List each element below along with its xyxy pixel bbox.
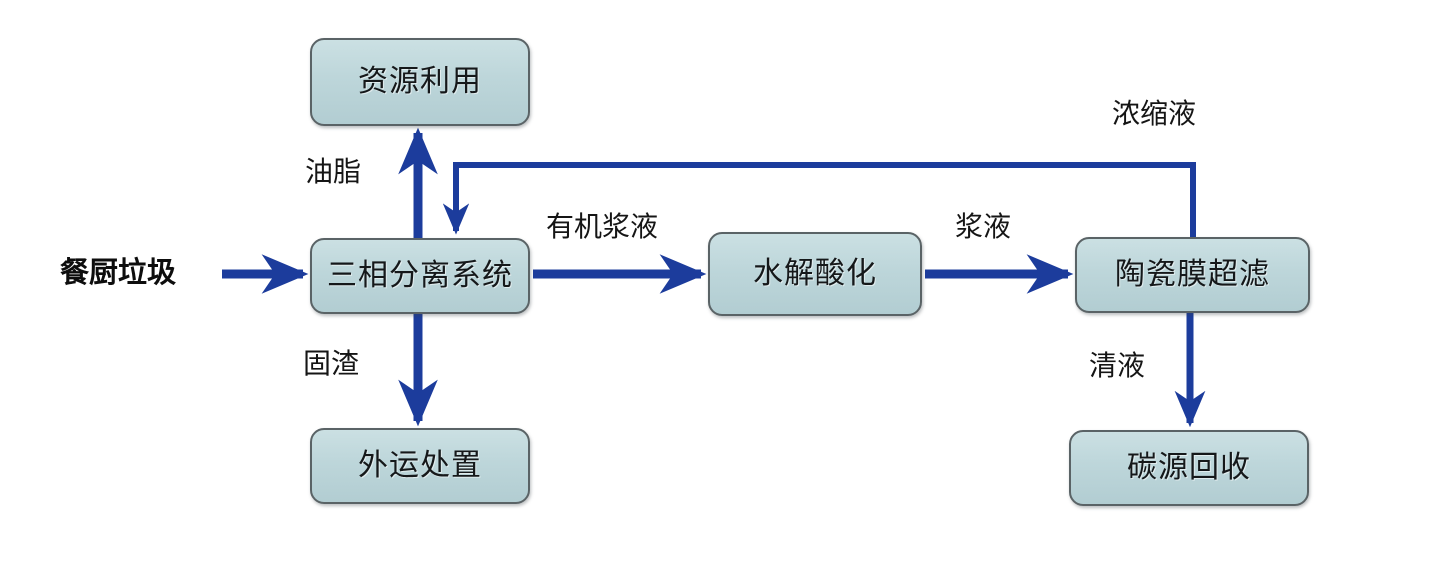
edge-label-clear-liquid: 清液 [1089, 349, 1146, 382]
edge-label-grease: 油脂 [305, 155, 362, 188]
edge-label-organic-slurry: 有机浆液 [546, 210, 659, 243]
node-label: 陶瓷膜超滤 [1115, 257, 1270, 292]
input-label-kitchen-waste: 餐厨垃圾 [60, 255, 177, 289]
node-label: 资源利用 [358, 64, 482, 99]
flow-ultrafiltration-to-separation [442, 162, 1196, 237]
node-label: 水解酸化 [753, 256, 877, 291]
node-carbon-source-recovery[interactable]: 碳源回收 [1069, 430, 1309, 506]
node-three-phase-separation[interactable]: 三相分离系统 [310, 238, 530, 314]
node-hydrolysis-acidification[interactable]: 水解酸化 [708, 232, 922, 316]
edge-label-slurry: 浆液 [955, 210, 1012, 243]
edge-label-solid-residue: 固渣 [303, 347, 360, 380]
node-ceramic-membrane-ultrafiltration[interactable]: 陶瓷膜超滤 [1075, 237, 1310, 313]
node-label: 外运处置 [358, 448, 482, 483]
node-label: 碳源回收 [1127, 450, 1251, 485]
node-resource-utilization[interactable]: 资源利用 [310, 38, 530, 126]
node-label: 三相分离系统 [327, 258, 513, 293]
edge-label-concentrate: 浓缩液 [1112, 97, 1197, 130]
node-offsite-disposal[interactable]: 外运处置 [310, 428, 530, 504]
